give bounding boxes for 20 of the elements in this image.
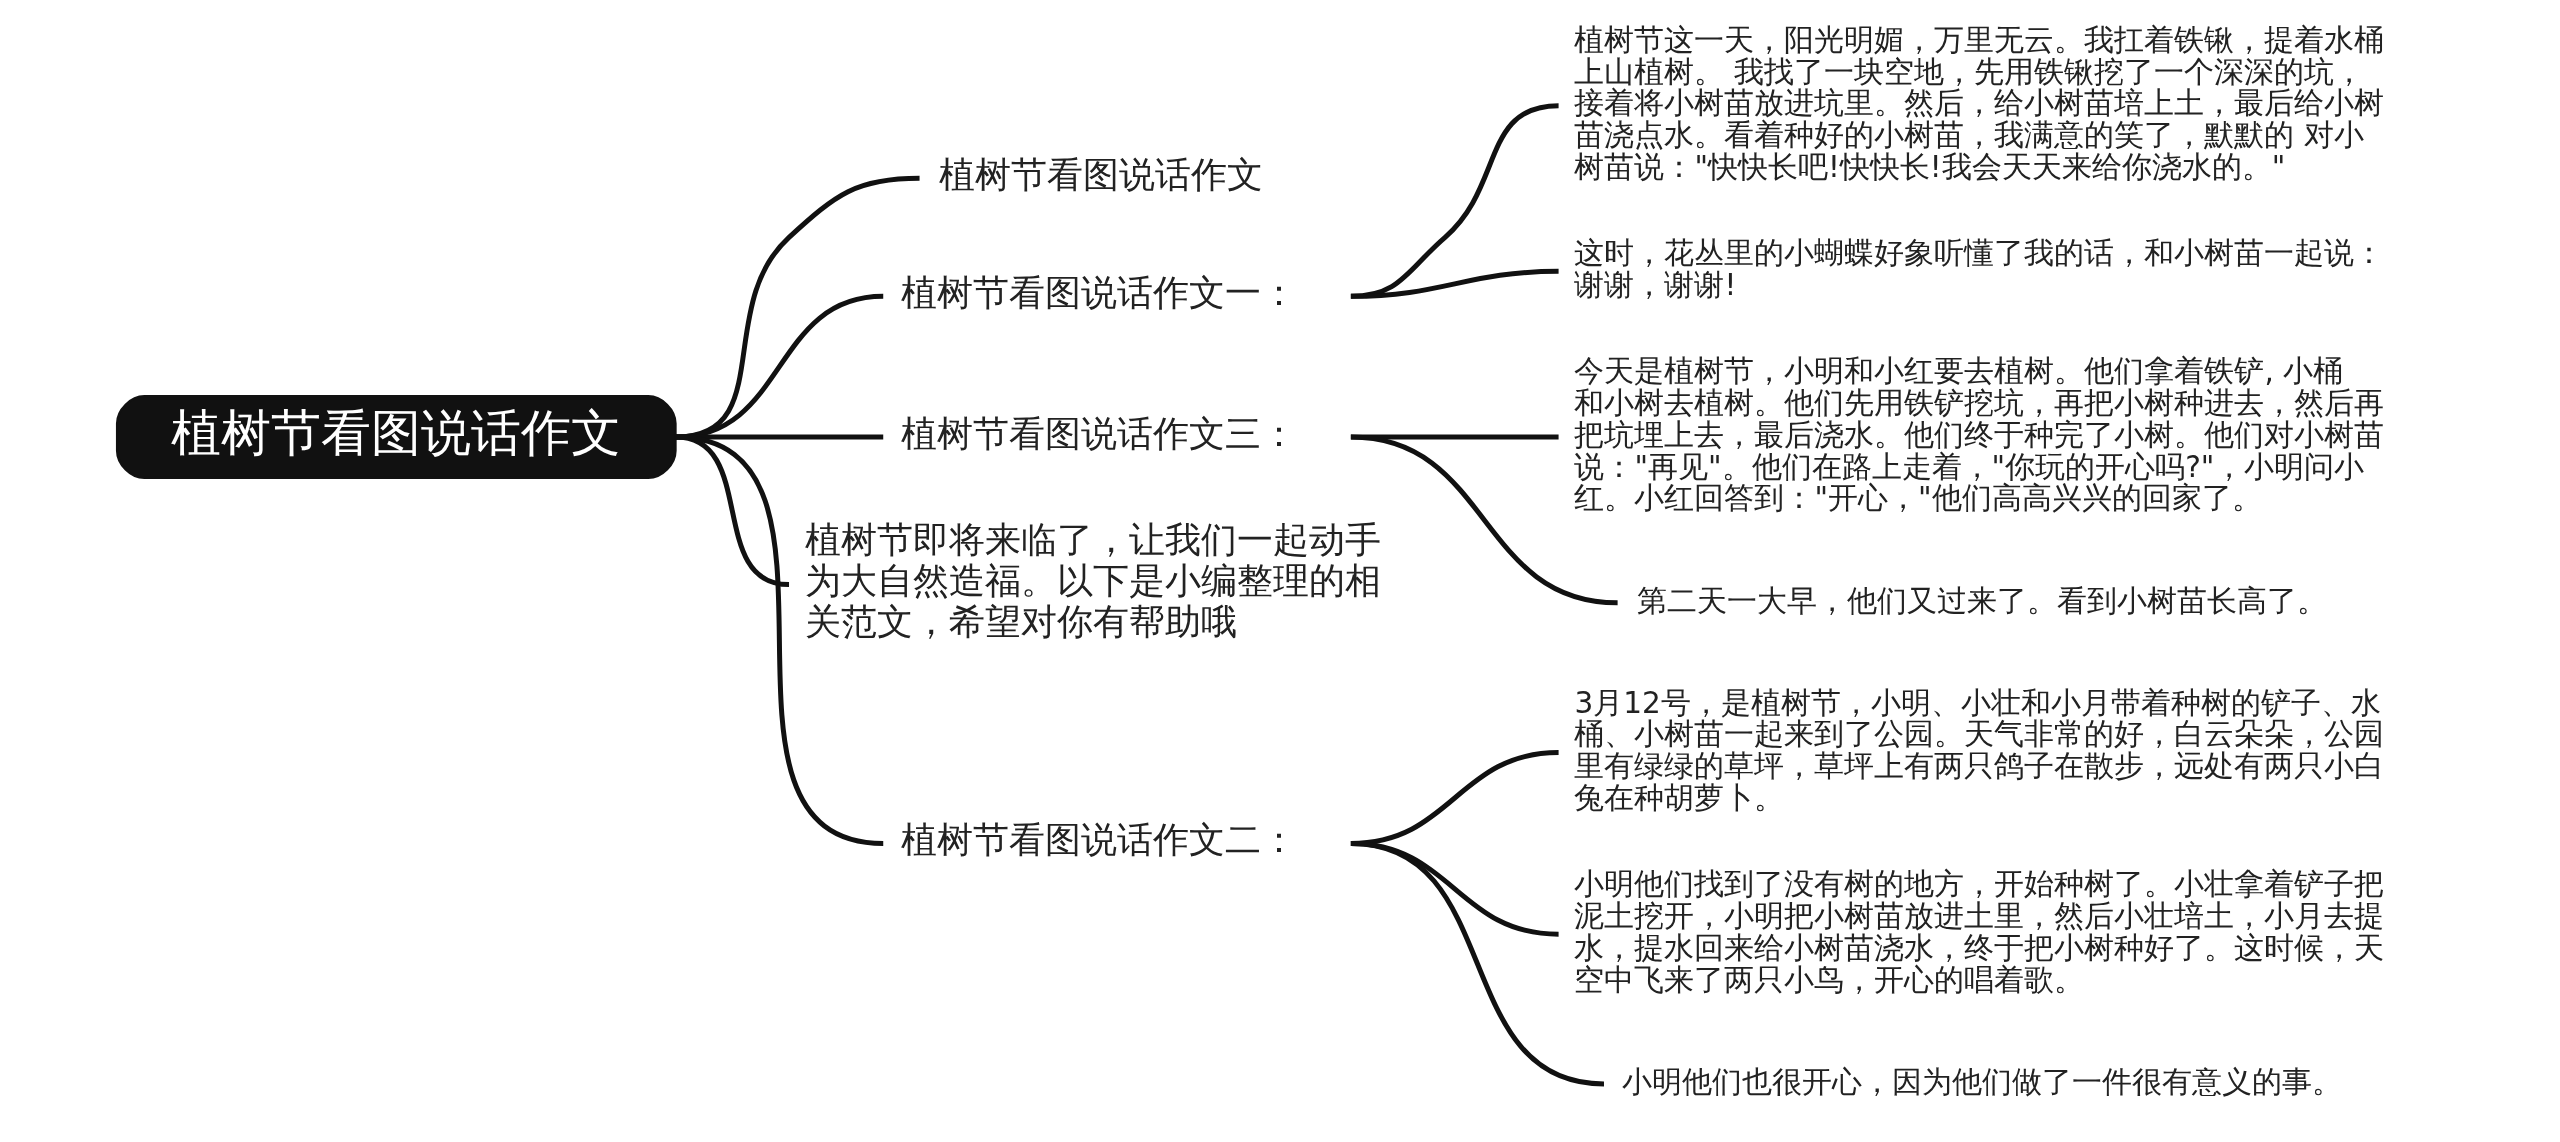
node-text: 小明他们也很开心，因为他们做了一件很有意义的事。 bbox=[1621, 1064, 2342, 1099]
node-text: 今天是植树节，小明和小红要去植树。他们拿着铁铲, 小桶和小树去植树。他们先用铁铲挖坑，再把小树种进去，然后再把坑埋上去，最后浇水。他们终于种完了小树。他们对小树苗说："再见"。他们在路上走着，"你玩的开心吗?"，小明问小红。小红回答到："开心，"他们高高兴兴的回家了。 bbox=[1573, 354, 2384, 516]
node-text: 植树节看图说话作文一： bbox=[900, 270, 1297, 314]
node-text: 植树节看图说话作文二： bbox=[900, 818, 1297, 862]
node-text: 第二天一大早，他们又过来了。看到小树苗长高了。 bbox=[1636, 583, 2327, 618]
connector bbox=[674, 434, 884, 846]
connector bbox=[1350, 840, 1604, 1087]
node-text: 3月12号，是植树节，小明、小壮和小月带着种树的铲子、水桶、小树苗一起来到了公园。天气非常的好，白云朵朵，公园里有绿绿的草坪，草坪上有两只鸽子在散步，远处有两只小白兔在种胡萝卜。 bbox=[1573, 685, 2384, 815]
node-text: 植树节看图说话作文三： bbox=[900, 411, 1297, 455]
connector bbox=[1350, 103, 1559, 299]
connector bbox=[1350, 434, 1618, 606]
connector bbox=[674, 293, 883, 440]
connector bbox=[1350, 268, 1559, 299]
connector bbox=[674, 175, 920, 440]
node-text: 植树节看图说话作文 bbox=[938, 152, 1263, 196]
node-text: 植树节这一天，阳光明媚，万里无云。我扛着铁锹，提着水桶上山植树。 我找了一块空地，先用铁锹挖了一个深深的坑，接着将小树苗放进坑里。然后，给小树苗培上土，最后给小树苗浇点水。看着种好的小树苗，我满意的笑了，默默的 对小树苗说："快快长吧!快快长!我会天天来给你浇水的。" bbox=[1573, 22, 2384, 184]
node-text: 这时，花丛里的小蝴蝶好象听懂了我的话，和小树苗一起说：谢谢，谢谢! bbox=[1573, 236, 2384, 302]
node-text: 植树节即将来临了，让我们一起动手为大自然造福。以下是小编整理的相关范文，希望对你有帮助哦 bbox=[804, 518, 1381, 644]
node-box: 植树节看图说话作文 bbox=[115, 395, 677, 480]
node-text: 小明他们找到了没有树的地方，开始种树了。小壮拿着铲子把泥土挖开，小明把小树苗放进土里，然后小壮培土，小月去提水，提水回来给小树苗浇水，终于把小树种好了。这时候，天空中飞来了两只小鸟，开心的唱着歌。 bbox=[1573, 867, 2384, 997]
